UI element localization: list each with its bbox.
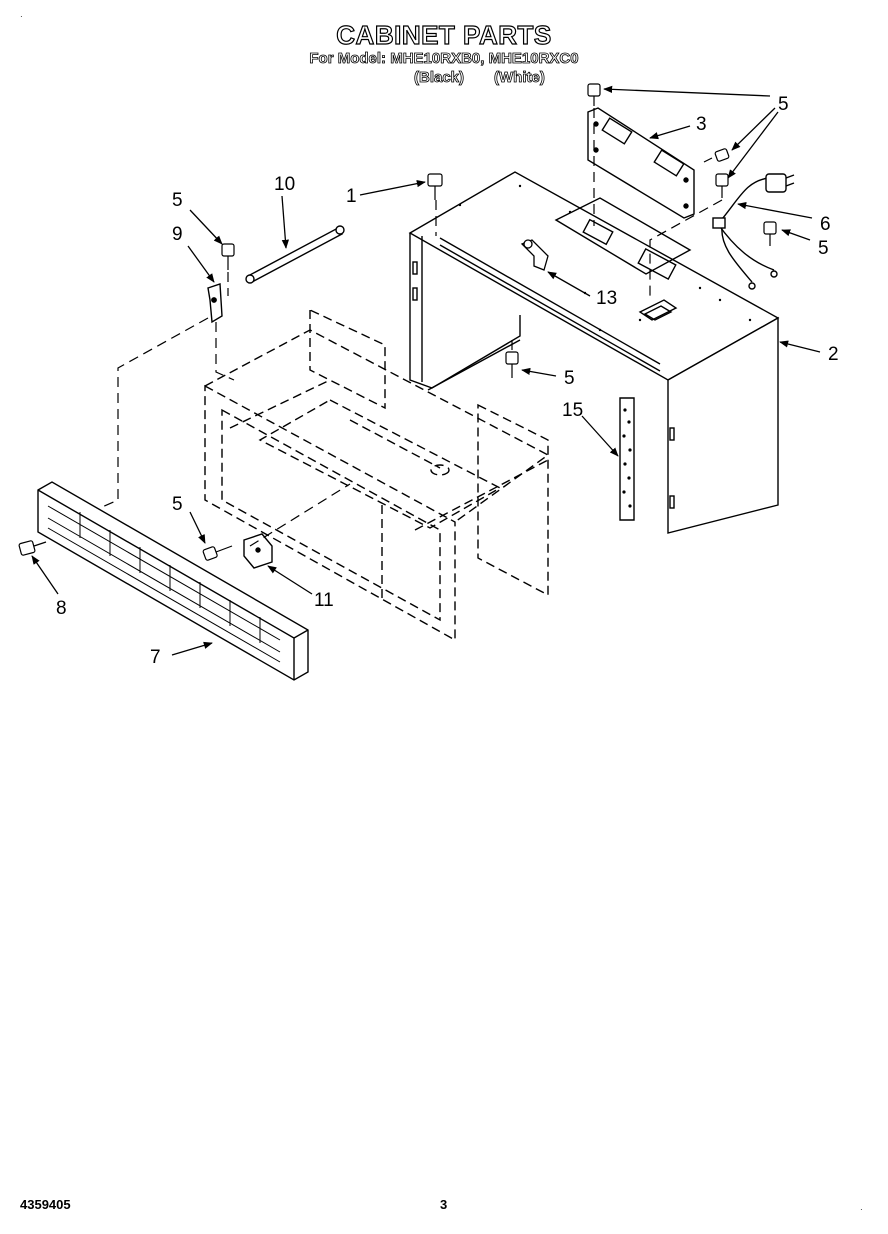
screws bbox=[18, 83, 777, 561]
callout-5-top: 5 bbox=[778, 94, 789, 115]
small-bracket bbox=[520, 239, 549, 271]
screw-5-left bbox=[221, 243, 235, 270]
callout-10: 10 bbox=[274, 174, 295, 195]
corner-mark-bottom: · bbox=[860, 1205, 863, 1214]
power-cord bbox=[712, 173, 795, 290]
callout-15: 15 bbox=[562, 400, 583, 421]
leader-lines bbox=[31, 85, 821, 656]
page-number: 3 bbox=[440, 1197, 448, 1212]
screw-5-cord bbox=[763, 221, 777, 246]
screw-5-mid bbox=[703, 148, 730, 163]
callout-5-lower: 5 bbox=[564, 368, 575, 389]
callout-13: 13 bbox=[596, 288, 617, 309]
callout-11: 11 bbox=[314, 590, 334, 611]
callout-5-left: 5 bbox=[172, 190, 183, 211]
screw-5-top bbox=[587, 83, 601, 106]
callout-5-frame: 5 bbox=[172, 494, 183, 515]
document-number: 4359405 bbox=[20, 1197, 71, 1212]
rod-bracket bbox=[207, 283, 223, 324]
callout-7: 7 bbox=[150, 647, 161, 668]
callout-9: 9 bbox=[172, 224, 183, 245]
callout-6: 6 bbox=[820, 214, 831, 235]
screw-5-frame bbox=[202, 545, 233, 561]
cabinet-shell bbox=[408, 171, 780, 534]
callout-5-right: 5 bbox=[818, 238, 829, 259]
callout-3: 3 bbox=[696, 114, 707, 135]
callout-1: 1 bbox=[346, 186, 357, 207]
corner-mark-top: · bbox=[20, 12, 23, 21]
foam-strip bbox=[619, 397, 635, 521]
screw-part-8 bbox=[18, 540, 47, 556]
variant-white: (White) bbox=[494, 69, 546, 87]
screw-5-lower bbox=[505, 351, 519, 378]
assembly-lines bbox=[99, 108, 723, 547]
variant-black: (Black) bbox=[414, 69, 465, 87]
model-line: For Model: MHE10RXB0, MHE10RXC0 bbox=[309, 50, 579, 68]
page-title: CABINET PARTS bbox=[336, 19, 552, 50]
internal-frame bbox=[204, 308, 550, 642]
screw-part-1 bbox=[427, 173, 443, 200]
vent-grille bbox=[37, 481, 309, 681]
screw-5-right bbox=[715, 173, 729, 198]
support-rod bbox=[245, 225, 345, 284]
callout-8: 8 bbox=[56, 598, 67, 619]
callout-2: 2 bbox=[828, 344, 839, 365]
control-part bbox=[243, 533, 273, 569]
mounting-plate bbox=[587, 107, 695, 219]
